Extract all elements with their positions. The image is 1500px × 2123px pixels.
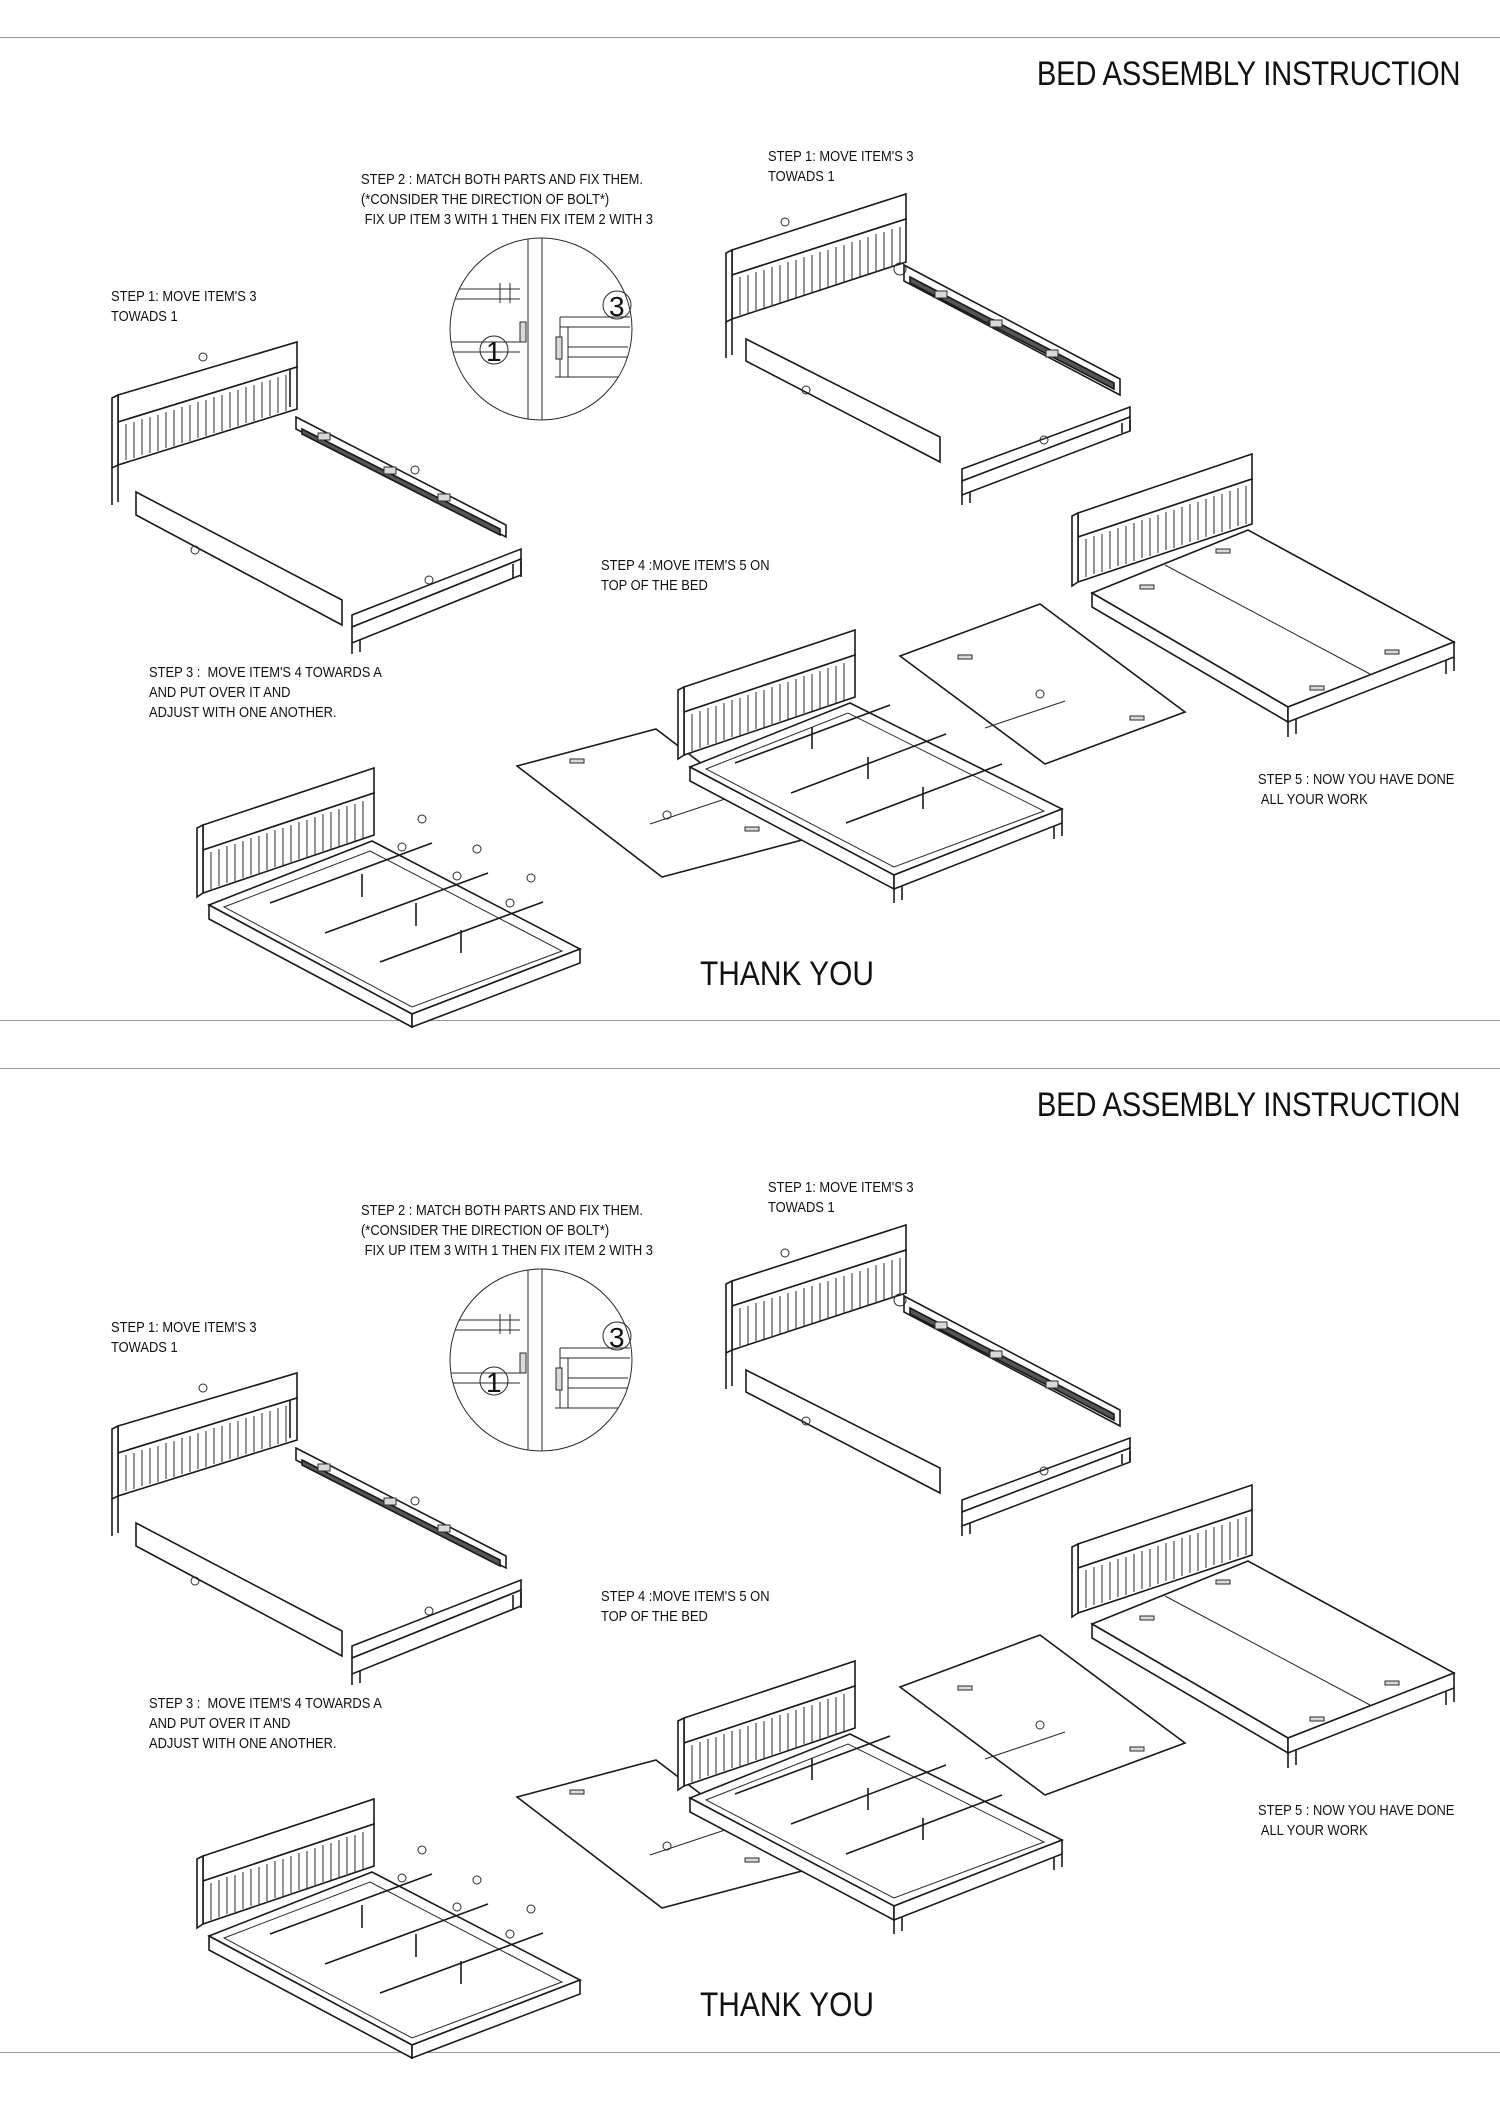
step1-right-figure: [726, 194, 1130, 505]
step1-right-note: STEP 1: MOVE ITEM'S 3 TOWADS 1: [768, 1179, 914, 1216]
step2-detail-figure: 1 3: [450, 237, 632, 427]
step2-detail-figure: 1 3: [450, 1268, 632, 1458]
step4-note: STEP 4 :MOVE ITEM'S 5 ON TOP OF THE BED: [601, 557, 770, 594]
step3-figure: [197, 1799, 580, 2058]
separator-top: [0, 37, 1500, 38]
step5-note: STEP 5 : NOW YOU HAVE DONE ALL YOUR WORK: [1258, 1802, 1455, 1839]
step5-figure: [1072, 1485, 1454, 1768]
assembly-illustrations: 1 3: [0, 37, 1500, 1022]
step3-note: STEP 3 : MOVE ITEM'S 4 TOWARDS A AND PUT…: [149, 664, 382, 721]
detail-label-1: 1: [486, 336, 502, 367]
headboard-slats: [126, 375, 286, 460]
step4-figure: [517, 604, 1185, 903]
step1-left-note: STEP 1: MOVE ITEM'S 3 TOWADS 1: [111, 288, 257, 325]
headboard-slats: [126, 1406, 286, 1491]
step3-note: STEP 3 : MOVE ITEM'S 4 TOWARDS A AND PUT…: [149, 1695, 382, 1752]
step1-right-note: STEP 1: MOVE ITEM'S 3 TOWADS 1: [768, 148, 914, 185]
detail-label-1: 1: [486, 1367, 502, 1398]
instruction-sheet-1: BED ASSEMBLY INSTRUCTION STEP 1: MOVE IT…: [0, 37, 1500, 1022]
step5-figure: [1072, 454, 1454, 737]
step5-note: STEP 5 : NOW YOU HAVE DONE ALL YOUR WORK: [1258, 771, 1455, 808]
separator-middle-1: [0, 1020, 1500, 1021]
detail-label-3: 3: [609, 1322, 625, 1353]
step4-note: STEP 4 :MOVE ITEM'S 5 ON TOP OF THE BED: [601, 1588, 770, 1625]
step1-right-figure: [726, 1225, 1130, 1536]
instruction-sheet-2: BED ASSEMBLY INSTRUCTION STEP 1: MOVE IT…: [0, 1068, 1500, 2053]
thank-you-text: THANK YOU: [700, 1986, 875, 2024]
step2-note: STEP 2 : MATCH BOTH PARTS AND FIX THEM. …: [361, 1202, 653, 1259]
separator-middle-2: [0, 1068, 1500, 1069]
step3-figure: [197, 768, 580, 1027]
step4-figure: [517, 1635, 1185, 1934]
step1-left-figure: [112, 1373, 521, 1685]
separator-bottom: [0, 2052, 1500, 2053]
assembly-illustrations: 1 3: [0, 1068, 1500, 2053]
thank-you-text: THANK YOU: [700, 955, 875, 993]
step2-note: STEP 2 : MATCH BOTH PARTS AND FIX THEM. …: [361, 171, 653, 228]
sheet-title: BED ASSEMBLY INSTRUCTION: [1036, 55, 1461, 93]
step1-left-note: STEP 1: MOVE ITEM'S 3 TOWADS 1: [111, 1319, 257, 1356]
step1-left-figure: [112, 342, 521, 654]
detail-label-3: 3: [609, 291, 625, 322]
sheet-title: BED ASSEMBLY INSTRUCTION: [1036, 1086, 1461, 1124]
